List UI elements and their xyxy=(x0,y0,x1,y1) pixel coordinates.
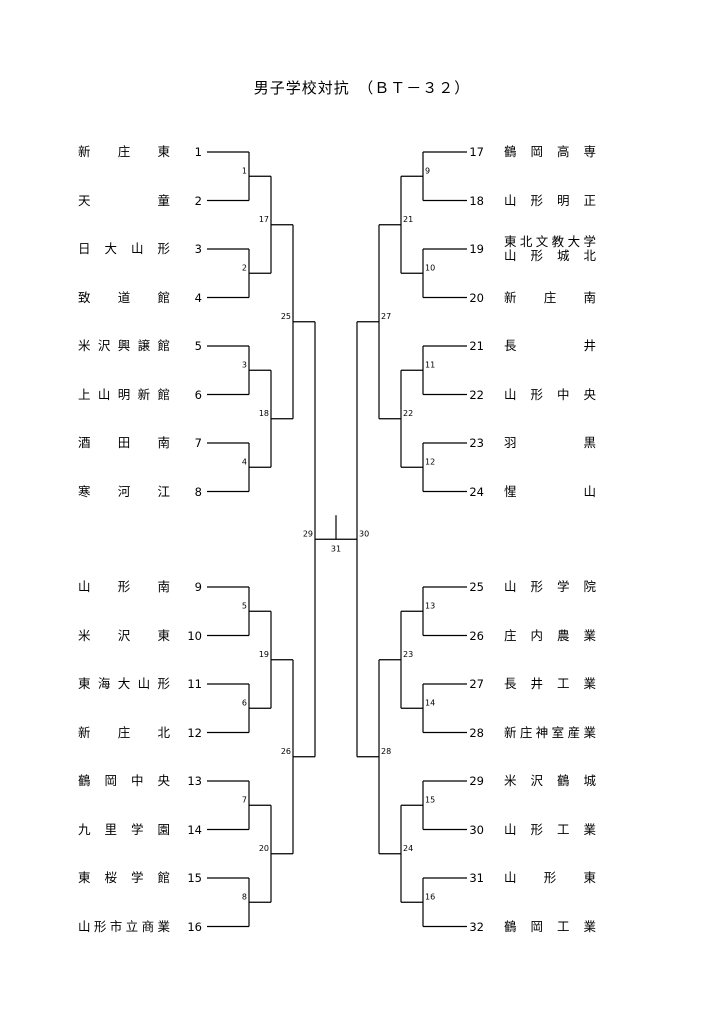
seed-number: 27 xyxy=(469,677,484,691)
seed-number: 30 xyxy=(469,822,484,837)
team-name: 米沢鶴城 xyxy=(504,773,596,788)
team-name: 惺山 xyxy=(504,483,596,499)
team-name: 寒河江 xyxy=(78,483,170,499)
seed-number: 25 xyxy=(469,580,484,594)
match-number: 15 xyxy=(425,795,435,804)
match-number: 16 xyxy=(425,892,435,901)
team-name: 山形市立商業 xyxy=(78,918,170,934)
team-name: 致道館 xyxy=(78,289,170,305)
seed-number: 9 xyxy=(194,580,202,594)
team-name: 米沢興譲館 xyxy=(78,338,170,353)
seed-number: 17 xyxy=(469,145,484,159)
team-name: 庄内農業 xyxy=(504,627,596,643)
seed-number: 21 xyxy=(469,339,484,353)
seed-number: 29 xyxy=(469,774,484,788)
match-number: 5 xyxy=(242,601,247,610)
seed-number: 16 xyxy=(187,919,202,934)
seed-number: 5 xyxy=(194,339,202,353)
match-number: 20 xyxy=(259,844,269,853)
match-number: 30 xyxy=(359,529,369,538)
team-name: 鶴岡高専 xyxy=(504,144,596,159)
team-name: 新庄北 xyxy=(78,724,170,740)
match-number: 23 xyxy=(403,650,413,659)
match-number: 12 xyxy=(425,457,435,466)
seed-number: 23 xyxy=(469,436,484,450)
team-name: 山形中央 xyxy=(504,386,596,402)
seed-number: 20 xyxy=(469,290,484,305)
team-name: 日大山形 xyxy=(78,241,170,256)
match-number: 9 xyxy=(425,166,430,175)
match-number: 1 xyxy=(242,166,247,175)
match-number: 11 xyxy=(425,360,435,369)
seed-number: 7 xyxy=(194,436,202,450)
match-number: 18 xyxy=(259,409,269,418)
team-name: 九里学園 xyxy=(78,821,170,837)
match-number: 25 xyxy=(281,312,291,321)
seed-number: 22 xyxy=(469,387,484,402)
match-number: 21 xyxy=(403,215,413,224)
seed-number: 24 xyxy=(469,484,484,499)
seed-number: 32 xyxy=(469,919,484,934)
team-name: 山形東 xyxy=(504,870,596,885)
match-number: 10 xyxy=(425,263,435,272)
seed-number: 14 xyxy=(187,822,202,837)
match-number: 4 xyxy=(242,457,247,466)
match-number: 14 xyxy=(425,698,435,707)
team-name: 山形学院 xyxy=(504,579,596,594)
match-number: 17 xyxy=(259,215,269,224)
seed-number: 13 xyxy=(187,774,202,788)
team-name-line: 山形城北 xyxy=(504,248,596,263)
match-number: 2 xyxy=(242,263,247,272)
team-name: 天童 xyxy=(78,192,170,208)
match-number: 26 xyxy=(281,747,291,756)
seed-number: 12 xyxy=(187,725,202,740)
seed-number: 3 xyxy=(194,242,202,256)
team-name: 山形南 xyxy=(78,579,170,594)
team-name-line: 東北文教大学 xyxy=(504,234,596,249)
match-number: 8 xyxy=(242,892,247,901)
team-name: 山形工業 xyxy=(504,821,596,837)
seed-number: 4 xyxy=(194,290,202,305)
team-name: 長井 xyxy=(504,338,596,353)
team-name: 山形明正 xyxy=(504,192,596,208)
team-name: 鶴岡工業 xyxy=(504,918,596,934)
match-number: 27 xyxy=(381,312,391,321)
seed-number: 26 xyxy=(469,628,484,643)
match-number: 24 xyxy=(403,844,413,853)
match-number: 7 xyxy=(242,795,247,804)
seed-number: 19 xyxy=(469,242,484,256)
team-name: 羽黒 xyxy=(504,435,596,450)
seed-number: 31 xyxy=(469,871,484,885)
seed-number: 11 xyxy=(187,677,202,691)
seed-number: 2 xyxy=(194,193,202,208)
seed-number: 6 xyxy=(194,387,202,402)
page-title: 男子学校対抗 （ＢＴ－３２） xyxy=(253,79,471,97)
team-name: 長井工業 xyxy=(504,676,596,691)
match-number: 3 xyxy=(242,360,247,369)
seed-number: 10 xyxy=(187,628,202,643)
team-name: 東海大山形 xyxy=(78,676,170,691)
match-number: 13 xyxy=(425,601,435,610)
match-number: 6 xyxy=(242,698,247,707)
team-name: 新庄南 xyxy=(504,289,596,305)
team-name: 東北文教大学山形城北 xyxy=(504,234,596,264)
seed-number: 8 xyxy=(194,484,202,499)
match-number: 29 xyxy=(303,529,313,538)
seed-number: 15 xyxy=(187,871,202,885)
team-name: 上山明新館 xyxy=(78,386,170,402)
match-number: 19 xyxy=(259,650,269,659)
team-name: 東桜学館 xyxy=(78,870,170,885)
team-name: 新庄神室産業 xyxy=(504,724,596,740)
seed-number: 18 xyxy=(469,193,484,208)
seed-number: 28 xyxy=(469,725,484,740)
team-name: 鶴岡中央 xyxy=(78,773,170,788)
match-number: 22 xyxy=(403,409,413,418)
team-name: 新庄東 xyxy=(78,144,170,159)
final-match-number: 31 xyxy=(331,544,341,553)
team-name: 米沢東 xyxy=(78,627,170,643)
match-number: 28 xyxy=(381,747,391,756)
team-name: 酒田南 xyxy=(78,435,170,450)
seed-number: 1 xyxy=(194,145,202,159)
